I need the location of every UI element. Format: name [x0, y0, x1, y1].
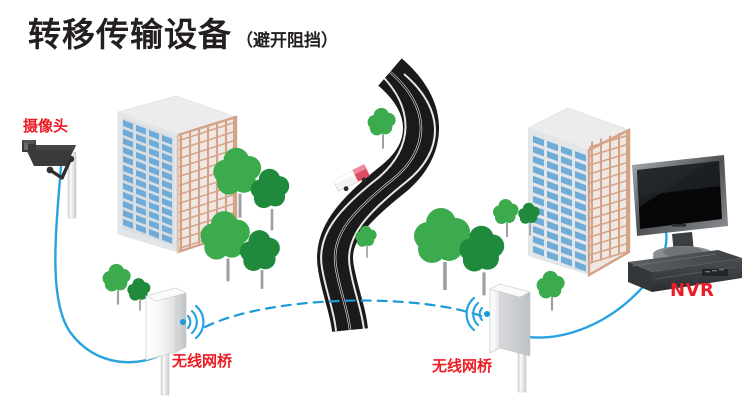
- page-title-main: 转移传输设备: [28, 15, 232, 54]
- tree: [536, 270, 565, 311]
- tree: [414, 208, 470, 290]
- wifi-signal-icon-left: [180, 304, 205, 340]
- road-obstacle: [317, 58, 439, 333]
- tree: [200, 211, 250, 282]
- label-bridge-left: 无线网桥: [172, 352, 233, 370]
- tree: [239, 230, 280, 289]
- tree: [459, 225, 505, 296]
- wireless-link-dashed: [203, 299, 489, 329]
- tree: [127, 278, 151, 311]
- wifi-signal-icon-right: [465, 296, 490, 332]
- label-bridge-right: 无线网桥: [432, 357, 493, 375]
- tree: [493, 199, 519, 237]
- page-title-sub: （避开阻挡）: [236, 31, 338, 51]
- page-title: 转移传输设备 （避开阻挡）: [28, 18, 338, 51]
- tree: [102, 263, 131, 305]
- tree: [518, 202, 540, 236]
- truck-icon: [332, 164, 370, 192]
- wireless-bridge-right: [489, 283, 531, 393]
- tree: [250, 168, 290, 231]
- ip-camera-icon: [22, 140, 76, 180]
- building-right: [527, 107, 631, 278]
- wireless-bridge-left: [145, 287, 187, 396]
- tree: [355, 225, 377, 258]
- label-nvr: NVR: [670, 280, 715, 301]
- label-camera: 摄像头: [23, 117, 69, 135]
- cable-camera-to-bridge: [54, 164, 168, 364]
- nvr-workstation: [628, 155, 742, 292]
- tree: [213, 147, 262, 218]
- tree: [367, 107, 396, 149]
- nvr-recorder-icon: [628, 250, 742, 292]
- monitor-icon: [632, 155, 728, 265]
- tree-group: [102, 107, 565, 311]
